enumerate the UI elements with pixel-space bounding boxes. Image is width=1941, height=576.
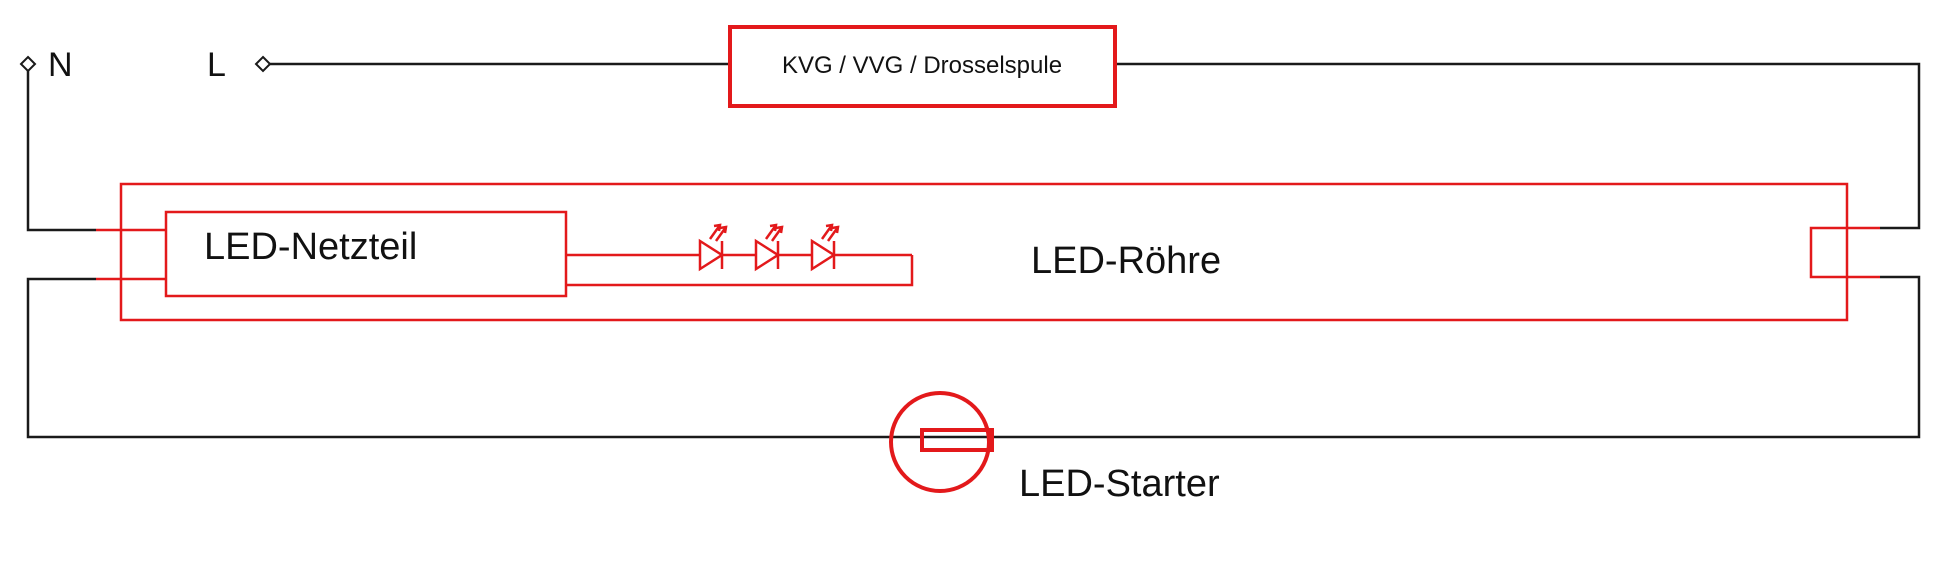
led-diode-icon: [754, 238, 781, 272]
led-diode-icon: [810, 238, 837, 272]
starter-fuse-icon: [920, 428, 994, 452]
led-diode-3: [810, 223, 912, 272]
neutral-label: N: [48, 46, 73, 84]
ballast-output-wire: [1115, 62, 1921, 230]
driver-label: LED-Netzteil: [204, 226, 417, 268]
starter-label: LED-Starter: [1019, 463, 1220, 505]
neutral-wire: [26, 64, 96, 232]
tube-label: LED-Röhre: [1031, 240, 1221, 282]
ballast-label: KVG / VVG / Drosselspule: [782, 52, 1062, 79]
led-diode-1: [698, 223, 756, 272]
neutral-terminal: N: [19, 46, 73, 84]
live-terminal: L: [207, 46, 272, 84]
led-starter: LED-Starter: [889, 391, 1220, 505]
mains-wiring: [26, 62, 1921, 439]
neutral-terminal-icon: [19, 55, 37, 73]
tube-right-bridge: [1809, 226, 1880, 279]
starter-highlight-circle: [889, 391, 991, 493]
live-terminal-icon: [254, 55, 272, 73]
led-diode-icon: [698, 238, 725, 272]
live-label: L: [207, 46, 226, 84]
led-tube: LED-Netzteil: [96, 182, 1880, 322]
led-diode-2: [754, 223, 812, 272]
starter-loop-wire: [26, 275, 1921, 439]
ballast-box: [728, 25, 1117, 108]
ballast: KVG / VVG / Drosselspule: [728, 25, 1117, 108]
tube-outline: [119, 182, 1849, 322]
led-string-wire-return: [566, 255, 914, 287]
